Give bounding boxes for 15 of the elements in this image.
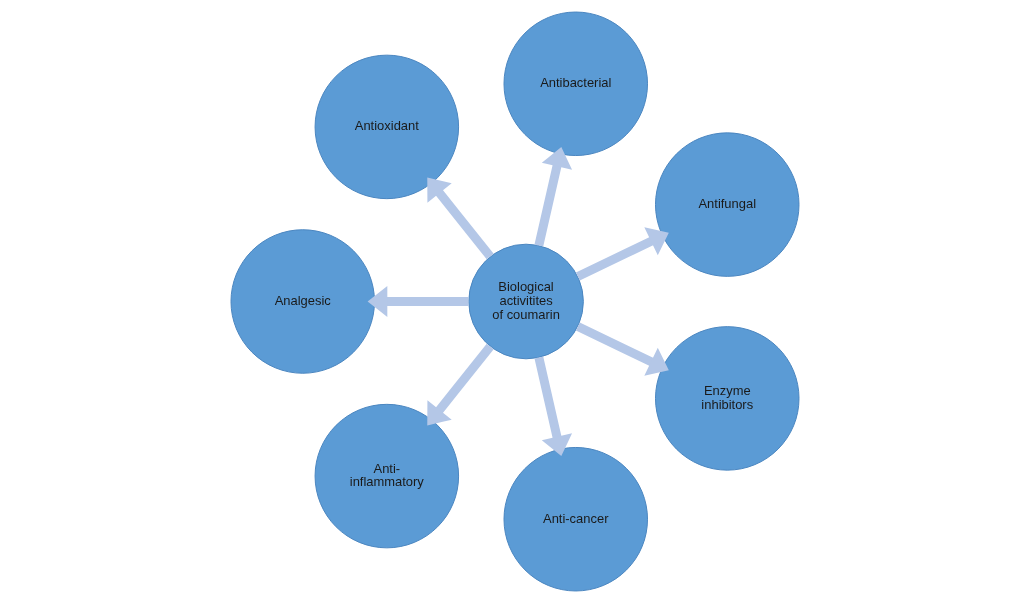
node-circle: Anti- inflammatory: [314, 403, 459, 549]
arrow: [426, 343, 494, 426]
arrow: [426, 177, 494, 260]
node-circle: Enzyme inhibitors: [654, 326, 799, 471]
arrow: [367, 286, 469, 317]
arrow: [575, 322, 669, 376]
node-circle: Antioxidant: [314, 54, 459, 200]
node-circle: Analgesic: [230, 229, 375, 374]
arrow: [533, 356, 572, 456]
arrow: [575, 227, 669, 281]
node-circle: Antifungal: [654, 132, 799, 277]
node-circle: Antibacterial: [503, 11, 648, 157]
node-circle: Biological activitites of coumarin: [467, 243, 584, 360]
node-circle: Anti-cancer: [503, 446, 648, 592]
arrow: [533, 147, 572, 247]
